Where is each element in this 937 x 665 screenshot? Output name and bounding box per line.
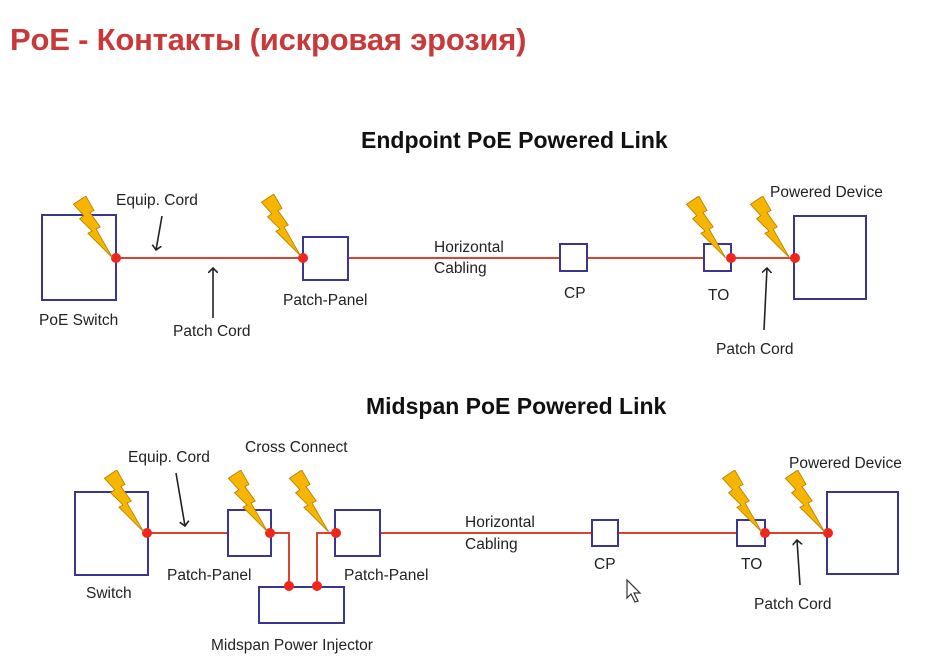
cp-box xyxy=(591,519,619,547)
endpoint-heading: Endpoint PoE Powered Link xyxy=(361,127,668,153)
injector-box xyxy=(258,586,345,624)
to-label: TO xyxy=(708,287,729,304)
horizontal-label: Horizontal xyxy=(465,514,535,531)
lightning-bolt-icon xyxy=(260,194,302,256)
mouse-pointer-icon xyxy=(626,578,642,603)
cp-label: CP xyxy=(564,285,586,302)
contact-point xyxy=(790,253,800,263)
arrow-icon xyxy=(797,540,800,586)
midspan-cable xyxy=(316,532,336,586)
slide-title: PoE - Контакты (искровая эрозия) xyxy=(10,22,527,57)
switch-label: Switch xyxy=(86,585,132,602)
powered-device-box xyxy=(826,491,899,575)
cabling-label: Cabling xyxy=(434,260,487,277)
arrow-icon xyxy=(764,268,767,331)
arrow-icon xyxy=(156,215,163,250)
powered-device-box xyxy=(793,215,867,300)
patch-cord-label: Patch Cord xyxy=(173,323,251,340)
arrow-icon xyxy=(175,472,185,526)
patch-panel-label: Patch-Panel xyxy=(283,292,367,309)
endpoint-diagram: Equip. Cord PoE Switch Patch Cord Patch-… xyxy=(39,184,883,358)
patch-panel-box xyxy=(227,509,272,557)
cp-label: CP xyxy=(594,556,616,573)
equip-cord-label: Equip. Cord xyxy=(128,449,210,466)
midspan-diagram: Equip. Cord Cross Connect Switch Patch-P… xyxy=(74,439,902,654)
patch-cord-label: Patch Cord xyxy=(716,341,794,358)
injector-label: Midspan Power Injector xyxy=(211,637,373,654)
lightning-bolt-icon xyxy=(749,196,791,258)
contact-point xyxy=(142,528,152,538)
poe-switch-box xyxy=(41,214,117,301)
contact-point xyxy=(331,528,341,538)
to-label: TO xyxy=(741,556,762,573)
contact-point xyxy=(312,581,322,591)
patch-panel-box xyxy=(334,509,381,557)
powered-device-label: Powered Device xyxy=(770,184,883,201)
lightning-bolt-icon xyxy=(784,470,826,532)
patch-cord-label: Patch Cord xyxy=(754,596,832,613)
poe-switch-label: PoE Switch xyxy=(39,312,118,329)
midspan-heading: Midspan PoE Powered Link xyxy=(366,393,667,419)
cross-connect-label: Cross Connect xyxy=(245,439,348,456)
cp-box xyxy=(559,243,588,272)
equip-cord-label: Equip. Cord xyxy=(116,192,198,209)
powered-device-label: Powered Device xyxy=(789,455,902,472)
contact-point xyxy=(823,528,833,538)
patch-panel-label: Patch-Panel xyxy=(167,567,251,584)
patch-panel-label: Patch-Panel xyxy=(344,567,428,584)
cabling-label: Cabling xyxy=(465,536,518,553)
contact-point xyxy=(760,528,770,538)
switch-box xyxy=(74,491,149,576)
midspan-cable xyxy=(270,532,290,586)
horizontal-label: Horizontal xyxy=(434,239,504,256)
contact-point xyxy=(284,581,294,591)
patch-panel-box xyxy=(302,236,349,281)
contact-point xyxy=(726,253,736,263)
lightning-bolt-icon xyxy=(288,470,330,532)
contact-point xyxy=(265,528,275,538)
contact-point xyxy=(111,253,121,263)
